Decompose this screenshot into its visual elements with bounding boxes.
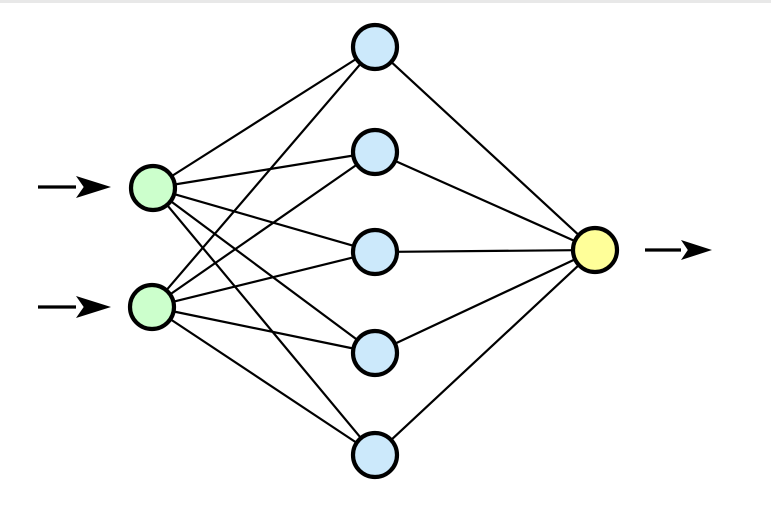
node-h3[interactable] — [350, 227, 400, 277]
input-arrow-top-head — [76, 176, 111, 198]
edge-i1-h3 — [172, 192, 356, 248]
input-arrow-top-icon — [38, 176, 111, 198]
node-circle-h3[interactable] — [350, 227, 400, 277]
output-arrow-icon — [645, 240, 712, 260]
node-circle-h4[interactable] — [350, 328, 400, 378]
edge-i1-h5 — [165, 203, 363, 440]
node-h2[interactable] — [350, 127, 400, 177]
node-i2[interactable] — [127, 282, 177, 332]
edge-h5-o1 — [389, 263, 581, 442]
node-h5[interactable] — [350, 430, 400, 480]
edge-h2-o1 — [393, 159, 577, 243]
edge-h3-o1 — [394, 249, 576, 253]
arrows-group — [38, 176, 712, 318]
node-h1[interactable] — [350, 22, 400, 72]
edge-i2-h3 — [171, 255, 356, 304]
node-i1[interactable] — [128, 163, 178, 213]
edge-i2-h5 — [168, 317, 359, 445]
edge-h4-o1 — [392, 257, 578, 346]
node-circle-i2[interactable] — [127, 282, 177, 332]
edge-i2-h1 — [164, 61, 363, 293]
edge-i2-h2 — [168, 162, 359, 297]
page-top-edge — [0, 0, 771, 3]
edge-i1-h1 — [169, 57, 359, 178]
node-h4[interactable] — [350, 328, 400, 378]
edge-i2-h4 — [171, 310, 356, 350]
node-circle-h5[interactable] — [350, 430, 400, 480]
node-o1[interactable] — [570, 225, 620, 275]
output-arrow-head — [681, 240, 712, 260]
edges-group — [164, 57, 581, 445]
input-arrow-bottom-icon — [38, 296, 111, 318]
node-circle-h1[interactable] — [350, 22, 400, 72]
nodes-group — [127, 22, 620, 480]
node-circle-i1[interactable] — [128, 163, 178, 213]
edge-i1-h2 — [172, 154, 356, 186]
node-circle-h2[interactable] — [350, 127, 400, 177]
edge-i1-h4 — [168, 199, 360, 342]
edge-h1-o1 — [389, 60, 581, 237]
node-circle-o1[interactable] — [570, 225, 620, 275]
input-arrow-bottom-head — [76, 296, 111, 318]
